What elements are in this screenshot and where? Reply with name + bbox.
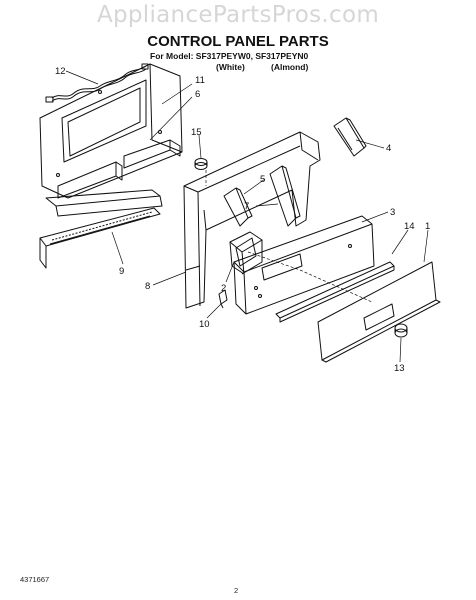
callout-15: 15 — [191, 127, 202, 138]
grommet-part — [194, 158, 208, 170]
console-frame-part — [183, 131, 321, 309]
callout-2: 2 — [221, 283, 226, 294]
callout-7: 7 — [244, 201, 249, 212]
left-end-bracket-part — [223, 187, 253, 227]
clip-part — [218, 289, 228, 309]
callout-1: 1 — [425, 221, 430, 232]
callout-11: 11 — [195, 75, 205, 86]
knob-part — [394, 323, 408, 338]
site-watermark: AppliancePartsPros.com — [96, 2, 380, 28]
callout-9: 9 — [119, 266, 124, 277]
callout-14: 14 — [404, 221, 415, 232]
vent-trim-strip-part — [39, 189, 163, 269]
page-number: 2 — [234, 586, 239, 595]
document-number: 4371667 — [20, 575, 50, 584]
panel-backing-plate-part — [39, 63, 183, 199]
right-end-bracket-part — [269, 165, 301, 227]
callout-8: 8 — [145, 281, 150, 292]
diagram-title: CONTROL PANEL PARTS — [147, 33, 329, 50]
leader-lines — [65, 70, 429, 363]
front-panel-part — [317, 261, 441, 363]
end-cap-part — [333, 117, 367, 157]
callout-4: 4 — [386, 143, 391, 154]
assembly-lines — [205, 170, 373, 303]
callout-3: 3 — [390, 207, 395, 218]
light-socket-part — [229, 231, 263, 275]
callout-13: 13 — [394, 363, 405, 374]
callout-5: 5 — [260, 174, 265, 185]
callout-12: 12 — [55, 66, 66, 77]
glass-strip-part — [275, 261, 395, 323]
callout-10: 10 — [199, 319, 210, 330]
variant-almond: (Almond) — [271, 62, 309, 72]
model-numbers: For Model: SF317PEYW0, SF317PEYN0 — [150, 51, 309, 61]
control-housing-part — [233, 215, 375, 315]
callout-labels: 12 11 6 15 5 7 4 3 14 1 9 8 2 10 13 — [55, 66, 430, 374]
variant-white: (White) — [216, 62, 245, 72]
insulation-strip-part — [57, 139, 181, 199]
callout-6: 6 — [195, 89, 200, 100]
